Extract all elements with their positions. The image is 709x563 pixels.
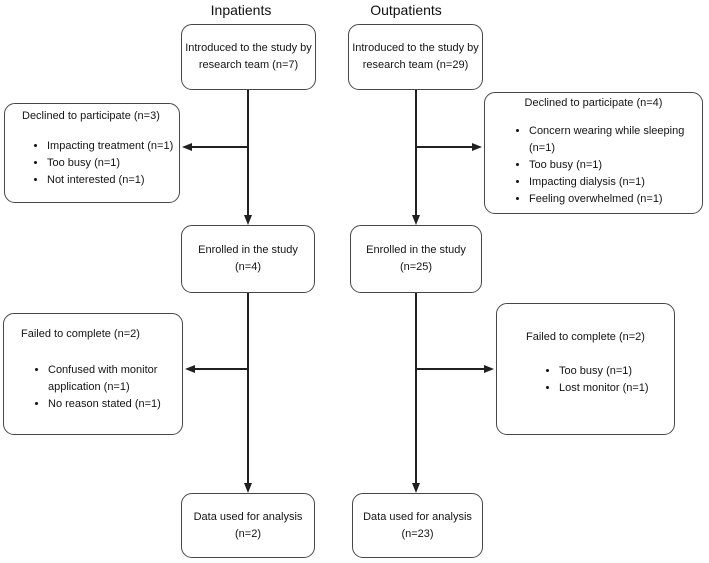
node-text: research team (n=29) xyxy=(362,59,469,71)
node-text: (n=23) xyxy=(401,527,434,540)
arrow-down-icon xyxy=(243,483,252,493)
node-data-analysis-outpatients: Data used for analysis (n=23) xyxy=(352,493,483,558)
flow-line-vertical xyxy=(415,293,417,483)
arrow-down-icon xyxy=(243,215,252,225)
list-item: Too busy (n=1) xyxy=(47,155,173,172)
flow-line-horizontal xyxy=(416,368,485,370)
node-title: Failed to complete (n=2) xyxy=(526,331,645,343)
arrow-right-icon xyxy=(484,364,494,373)
list-item: Concern wearing while sleeping (n=1) xyxy=(529,123,696,157)
node-declined-outpatients: Declined to participate (n=4) Concern we… xyxy=(484,92,703,214)
list-item: Too busy (n=1) xyxy=(559,363,668,380)
reason-list: Too busy (n=1) Lost monitor (n=1) xyxy=(497,363,674,397)
list-item: Impacting dialysis (n=1) xyxy=(529,174,696,191)
node-text: (n=2) xyxy=(235,527,261,540)
list-item: Impacting treatment (n=1) xyxy=(47,138,173,155)
node-title: Declined to participate (n=4) xyxy=(524,97,663,109)
node-text: (n=4) xyxy=(235,261,261,273)
node-introduced-inpatients: Introduced to the study by research team… xyxy=(181,24,316,90)
reason-list: Confused with monitor application (n=1) … xyxy=(4,362,182,413)
node-text: Introduced to the study by xyxy=(185,42,312,54)
arrow-right-icon xyxy=(472,142,482,151)
node-text: Enrolled in the study xyxy=(198,244,298,256)
list-item: Not interested (n=1) xyxy=(47,172,173,189)
arrow-left-icon xyxy=(182,142,192,151)
reason-list: Impacting treatment (n=1) Too busy (n=1)… xyxy=(5,138,179,189)
node-text: Introduced to the study by xyxy=(352,42,479,54)
list-item: Confused with monitor application (n=1) xyxy=(48,362,176,396)
node-text: research team (n=7) xyxy=(198,59,299,71)
flow-line-vertical xyxy=(247,293,249,483)
node-text: Data used for analysis xyxy=(363,510,472,523)
node-introduced-outpatients: Introduced to the study by research team… xyxy=(348,24,483,90)
node-failed-outpatients: Failed to complete (n=2) Too busy (n=1) … xyxy=(496,303,675,435)
arrow-left-icon xyxy=(185,364,195,373)
node-text: Enrolled in the study xyxy=(366,244,466,256)
arrow-down-icon xyxy=(411,483,420,493)
list-item: Feeling overwhelmed (n=1) xyxy=(529,191,696,208)
node-enrolled-inpatients: Enrolled in the study (n=4) xyxy=(181,225,315,293)
node-text: Data used for analysis xyxy=(193,510,303,523)
flow-line-horizontal xyxy=(194,368,248,370)
node-text: (n=25) xyxy=(399,261,433,273)
flow-line-vertical xyxy=(247,90,249,216)
flow-line-vertical xyxy=(415,90,417,216)
node-enrolled-outpatients: Enrolled in the study (n=25) xyxy=(350,225,482,293)
node-declined-inpatients: Declined to participate (n=3) Impacting … xyxy=(4,103,180,203)
list-item: Too busy (n=1) xyxy=(529,157,696,174)
node-failed-inpatients: Failed to complete (n=2) Confused with m… xyxy=(3,313,183,435)
flow-line-horizontal xyxy=(416,146,473,148)
node-data-analysis-inpatients: Data used for analysis (n=2) xyxy=(181,493,315,558)
list-item: No reason stated (n=1) xyxy=(48,396,176,413)
arrow-down-icon xyxy=(411,215,420,225)
column-header-inpatients: Inpatients xyxy=(210,2,272,18)
reason-list: Concern wearing while sleeping (n=1) Too… xyxy=(485,123,702,208)
flow-line-horizontal xyxy=(191,146,248,148)
node-title: Declined to participate (n=3) xyxy=(22,110,160,122)
column-header-outpatients: Outpatients xyxy=(370,2,442,18)
node-title: Failed to complete (n=2) xyxy=(21,328,140,340)
list-item: Lost monitor (n=1) xyxy=(559,380,668,397)
